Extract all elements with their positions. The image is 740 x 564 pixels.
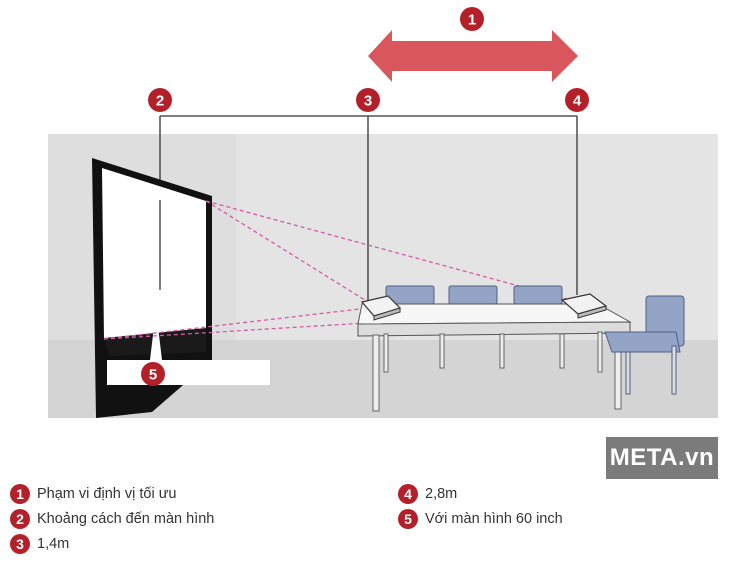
legend-number-badge: 1 (10, 483, 30, 504)
legend-item: 3 1,4m (10, 531, 340, 556)
projector-far (560, 293, 608, 319)
conference-table (357, 303, 632, 412)
svg-text:2: 2 (156, 93, 164, 110)
legend-right-column: 4 2,8m 5 Với màn hình 60 inch (398, 481, 728, 531)
legend-label: 2,8m (425, 485, 458, 502)
legend-number-badge: 3 (10, 533, 30, 554)
brand-logo: META.vn (606, 437, 718, 479)
legend-item: 5 Với màn hình 60 inch (398, 506, 728, 531)
legend-item: 2 Khoảng cách đến màn hình (10, 506, 340, 531)
legend-item: 4 2,8m (398, 481, 728, 506)
legend-number-badge: 4 (398, 483, 418, 504)
legend-label: Khoảng cách đến màn hình (37, 510, 215, 527)
marker-3: 3 (356, 88, 380, 112)
chairs-back (385, 285, 563, 305)
legend-label: 1,4m (37, 535, 70, 552)
distance-bracket (159, 115, 578, 300)
legend-number-badge: 2 (10, 508, 30, 529)
marker-4: 4 (565, 88, 589, 112)
svg-text:1: 1 (468, 12, 476, 29)
legend-label: Phạm vi định vị tối ưu (37, 485, 177, 502)
range-arrow (368, 30, 578, 82)
projector-near (360, 295, 402, 321)
svg-text:5: 5 (149, 367, 157, 384)
legend-label: Với màn hình 60 inch (425, 510, 563, 527)
legend-number-badge: 5 (398, 508, 418, 529)
marker-2: 2 (148, 88, 172, 112)
side-chair (604, 295, 685, 395)
svg-text:4: 4 (573, 93, 582, 110)
legend-item: 1 Phạm vi định vị tối ưu (10, 481, 340, 506)
legend-left-column: 1 Phạm vi định vị tối ưu 2 Khoảng cách đ… (10, 481, 340, 556)
svg-text:3: 3 (364, 93, 372, 110)
marker-5: 5 (141, 362, 165, 386)
screen-size-pointer (150, 310, 162, 360)
marker-1: 1 (460, 7, 484, 31)
projector-distance-diagram: 1 2 3 4 5 (48, 7, 718, 418)
screen-size-label-box (107, 360, 270, 385)
